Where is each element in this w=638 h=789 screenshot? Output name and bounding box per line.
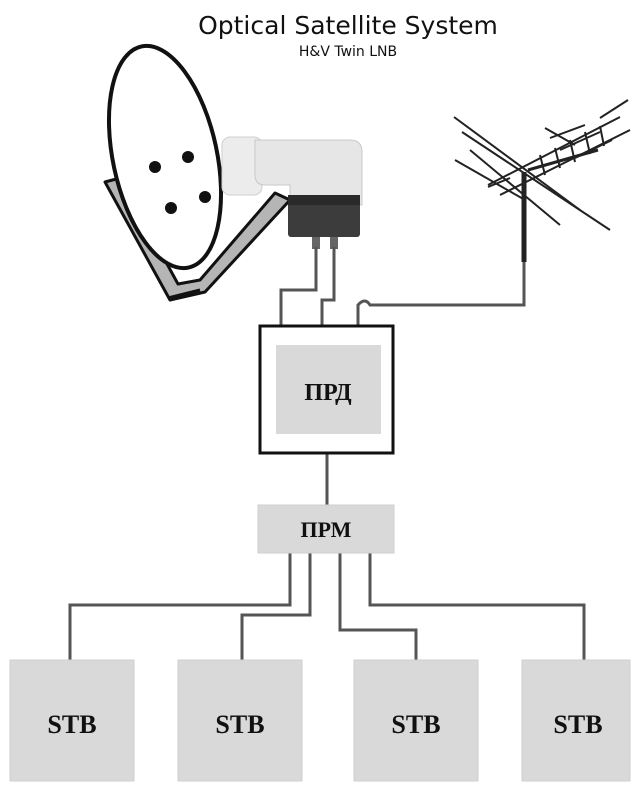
stb-box-4: STB xyxy=(521,659,631,782)
stb-label: STB xyxy=(47,710,96,739)
receiver-label: ПРМ xyxy=(301,517,352,542)
diagram-title: Optical Satellite System xyxy=(198,11,498,40)
diagram-subtitle: H&V Twin LNB xyxy=(299,44,397,60)
satellite-dish-icon xyxy=(103,43,292,302)
stb-box-1: STB xyxy=(9,659,135,782)
stb-box-3: STB xyxy=(353,659,479,782)
stb-label: STB xyxy=(553,710,602,739)
cable-lines xyxy=(68,247,586,660)
twin-lnb-icon xyxy=(221,136,363,249)
stb-label: STB xyxy=(391,710,440,739)
transmitter-label: ПРД xyxy=(304,380,352,406)
receiver-box: ПРМ xyxy=(257,504,395,554)
transmitter-box: ПРД xyxy=(258,324,395,455)
stb-box-2: STB xyxy=(177,659,303,782)
yagi-antenna-icon xyxy=(453,99,631,262)
stb-label: STB xyxy=(215,710,264,739)
